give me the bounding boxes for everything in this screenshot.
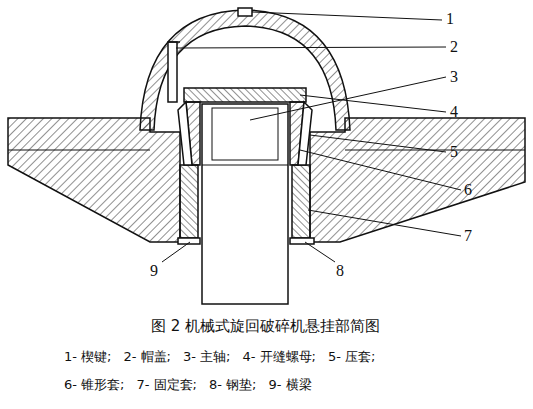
callout-number: 8 <box>336 262 344 280</box>
part-list-item: 9- 横梁 <box>268 378 311 392</box>
part-list-item: 3- 主轴; <box>183 350 230 364</box>
callout-number: 7 <box>464 227 472 245</box>
part-list-item: 7- 固定套; <box>136 378 196 392</box>
part-list-item: 4- 开缝螺母; <box>242 350 315 364</box>
callout-number: 6 <box>464 181 472 199</box>
callout-number: 9 <box>150 262 158 280</box>
part-list-item: 2- 帽盖; <box>123 350 170 364</box>
callout-number: 2 <box>450 38 458 56</box>
part-list-item: 5- 压套; <box>328 350 375 364</box>
part-list-item: 8- 钢垫; <box>209 378 256 392</box>
figure-caption: 图 2 机械式旋回破碎机悬挂部简图 <box>151 318 380 335</box>
callout-number: 1 <box>446 10 454 28</box>
callout-number: 5 <box>450 143 458 161</box>
part-list-item: 6- 锥形套; <box>64 378 124 392</box>
callout-number: 3 <box>450 68 458 86</box>
part-list-item: 1- 楔键; <box>64 350 111 364</box>
callout-number: 4 <box>450 103 458 121</box>
